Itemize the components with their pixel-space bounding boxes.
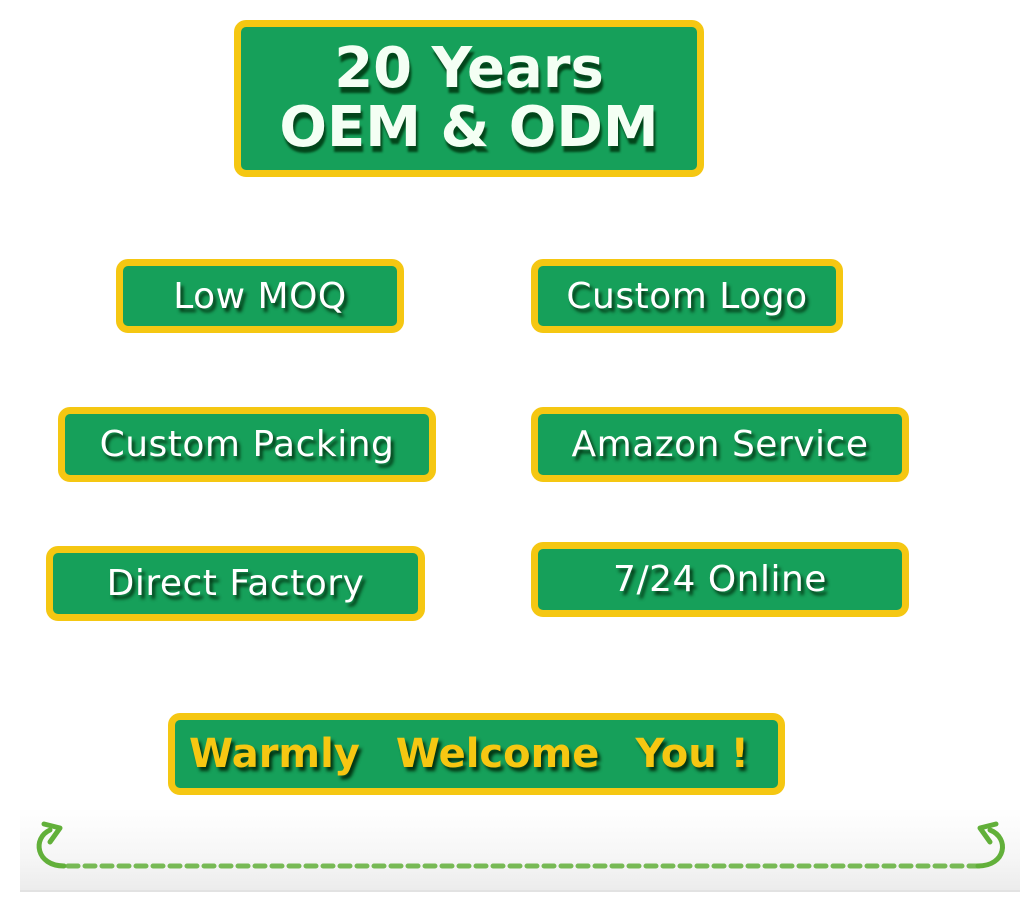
online-label: 7/24 Online <box>613 559 827 600</box>
low-moq-badge: Low MOQ <box>116 259 404 333</box>
online-badge: 7/24 Online <box>531 542 909 617</box>
welcome-banner: Warmly Welcome You ! <box>168 713 785 795</box>
amazon-service-badge: Amazon Service <box>531 407 909 482</box>
hero-line-years: 20 Years <box>334 35 604 101</box>
custom-packing-label: Custom Packing <box>99 424 395 465</box>
welcome-word-warmly: Warmly <box>189 731 360 777</box>
hero-banner: 20 Years OEM & ODM <box>234 20 704 177</box>
welcome-word-welcome: Welcome <box>395 731 600 777</box>
custom-logo-badge: Custom Logo <box>531 259 843 333</box>
direct-factory-badge: Direct Factory <box>46 546 425 621</box>
footer-divider-strip <box>20 808 1020 892</box>
curved-arrow-right-icon <box>975 821 1005 869</box>
low-moq-label: Low MOQ <box>173 275 347 317</box>
custom-logo-label: Custom Logo <box>566 275 808 317</box>
hero-line-oem-odm: OEM & ODM <box>279 94 659 160</box>
dashed-divider-graphic <box>36 821 1005 869</box>
curved-arrow-left-icon <box>36 821 67 869</box>
custom-packing-badge: Custom Packing <box>58 407 436 482</box>
amazon-service-label: Amazon Service <box>571 424 869 465</box>
welcome-word-you: You ! <box>635 731 749 777</box>
direct-factory-label: Direct Factory <box>106 563 365 604</box>
